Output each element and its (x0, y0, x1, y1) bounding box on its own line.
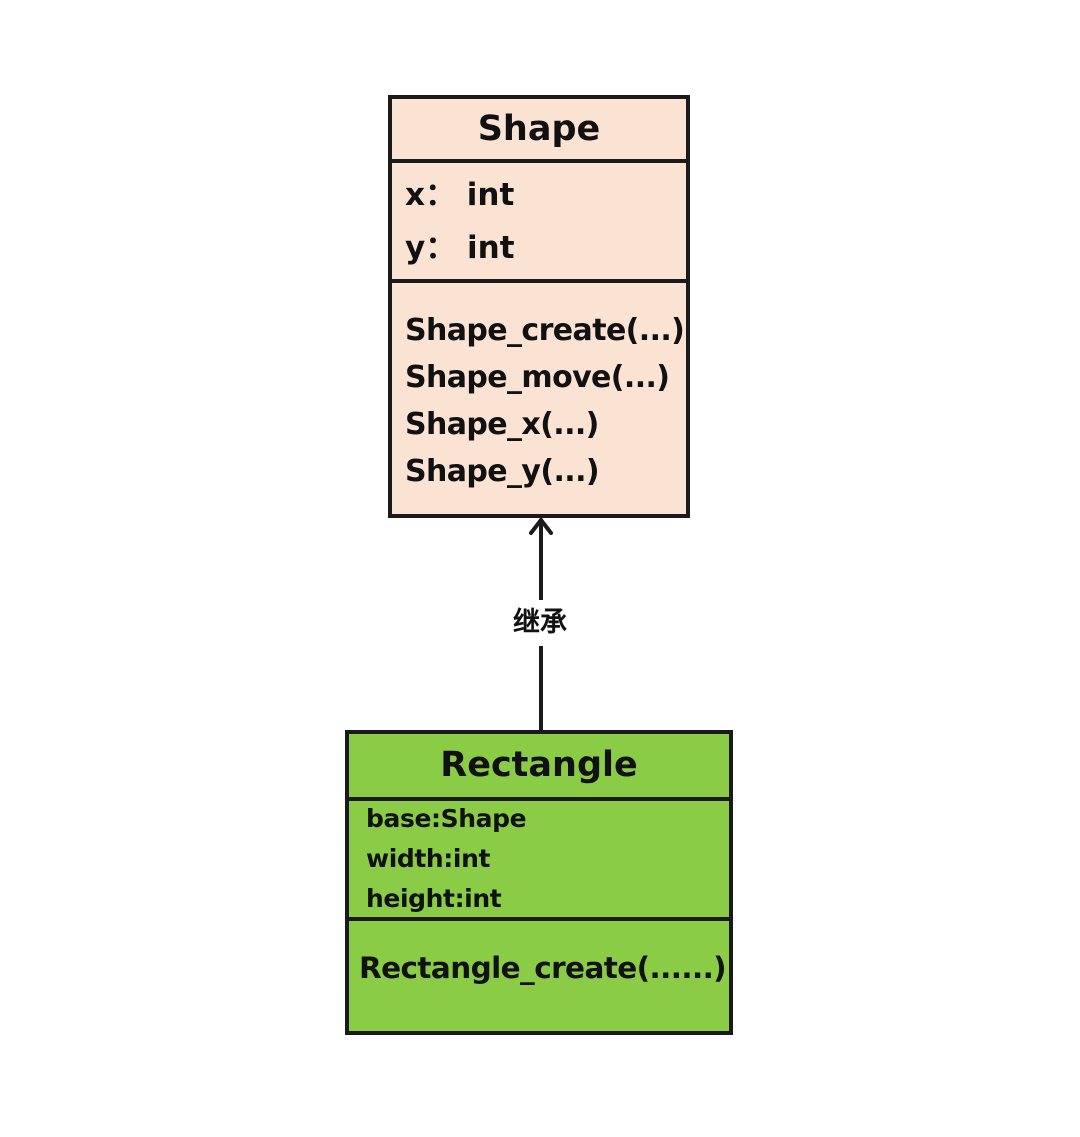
shape-method-x: Shape_x(...) (405, 407, 599, 442)
shape-methods: Shape_create(...) Shape_move(...) Shape_… (392, 279, 686, 514)
rectangle-class-name: Rectangle (440, 745, 638, 785)
shape-method-create: Shape_create(...) (405, 313, 685, 348)
shape-method-move: Shape_move(...) (405, 360, 670, 395)
inheritance-label: 继承 (490, 600, 590, 646)
rectangle-methods: Rectangle_create(......) (349, 917, 729, 1035)
shape-attributes: x： int y： int (392, 159, 686, 279)
inheritance-arrowhead (529, 518, 553, 535)
rectangle-attribute-width: width:int (366, 844, 491, 873)
rectangle-class-box: Rectangle base:Shape width:int height:in… (345, 730, 733, 1035)
rectangle-attributes: base:Shape width:int height:int (349, 797, 729, 917)
shape-attribute-x: x： int (405, 177, 515, 213)
rectangle-attribute-base: base:Shape (366, 804, 527, 833)
shape-method-y: Shape_y(...) (405, 454, 600, 489)
shape-class-box: Shape x： int y： int Shape_create(...) Sh… (388, 95, 690, 518)
rectangle-method-create: Rectangle_create(......) (359, 951, 727, 985)
rectangle-attribute-height: height:int (366, 884, 502, 913)
shape-class-name: Shape (477, 109, 601, 149)
shape-attribute-y: y： int (405, 230, 515, 266)
